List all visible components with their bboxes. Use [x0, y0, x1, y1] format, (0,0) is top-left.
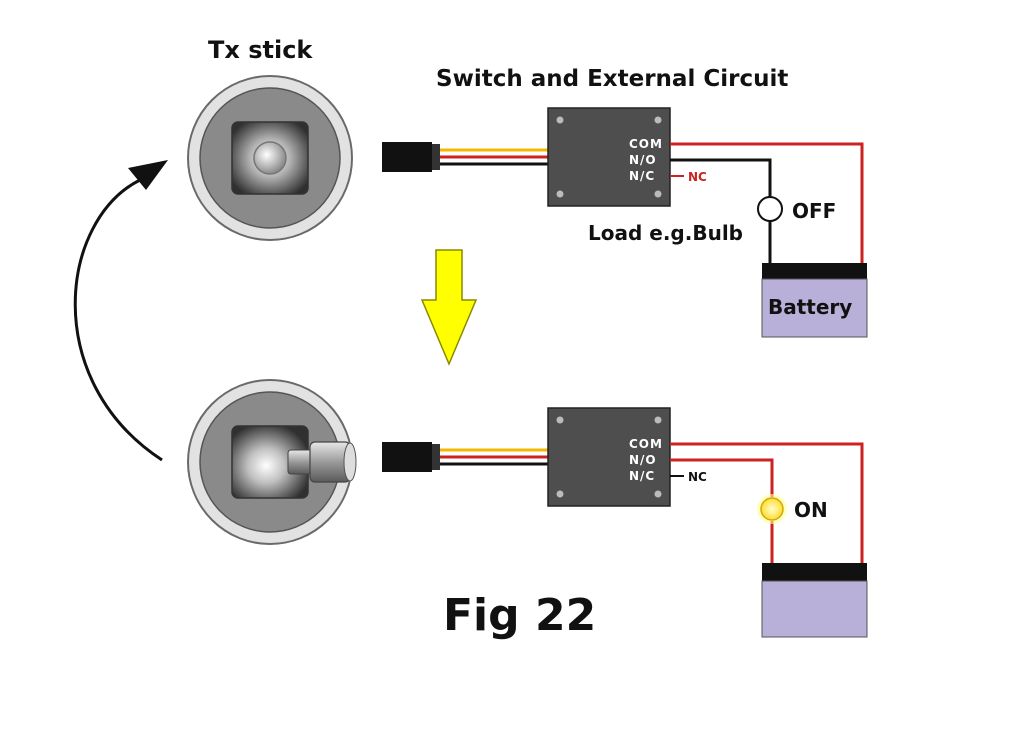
- pin-nc-top: N/C: [629, 169, 655, 183]
- load-label: Load e.g.Bulb: [588, 221, 743, 245]
- bulb-on-icon: [760, 497, 784, 521]
- wiring-bottom: [670, 442, 864, 566]
- battery-top: Battery: [761, 263, 868, 338]
- pin-nc-bottom: N/C: [629, 469, 655, 483]
- servo-lead-bottom: [382, 442, 550, 472]
- down-arrow-icon: [420, 249, 478, 366]
- pin-no-bottom: N/O: [629, 453, 657, 467]
- battery-bottom: [761, 563, 868, 638]
- tx-stick-bottom: [187, 379, 357, 545]
- servo-lead-top: [382, 142, 550, 172]
- tx-stick-top: [187, 75, 353, 241]
- battery-label: Battery: [768, 295, 852, 319]
- circuit-title: Switch and External Circuit: [436, 66, 788, 92]
- off-label: OFF: [792, 199, 836, 223]
- switch-module-top: COM N/O N/C: [547, 107, 671, 207]
- on-label: ON: [794, 498, 828, 522]
- switch-module-bottom: COM N/O N/C: [547, 407, 671, 507]
- pin-com-top: COM: [629, 137, 663, 151]
- pin-no-top: N/O: [629, 153, 657, 167]
- tx-stick-label: Tx stick: [208, 36, 313, 64]
- bulb-off-icon: [757, 196, 783, 222]
- stick-knob-top: [253, 141, 287, 175]
- nc-tag-bottom: NC: [688, 470, 707, 484]
- wiring-top: [670, 142, 864, 266]
- pin-com-bottom: COM: [629, 437, 663, 451]
- figure-caption: Fig 22: [443, 590, 596, 641]
- nc-tag-top: NC: [688, 170, 707, 184]
- return-arrow: [73, 160, 168, 462]
